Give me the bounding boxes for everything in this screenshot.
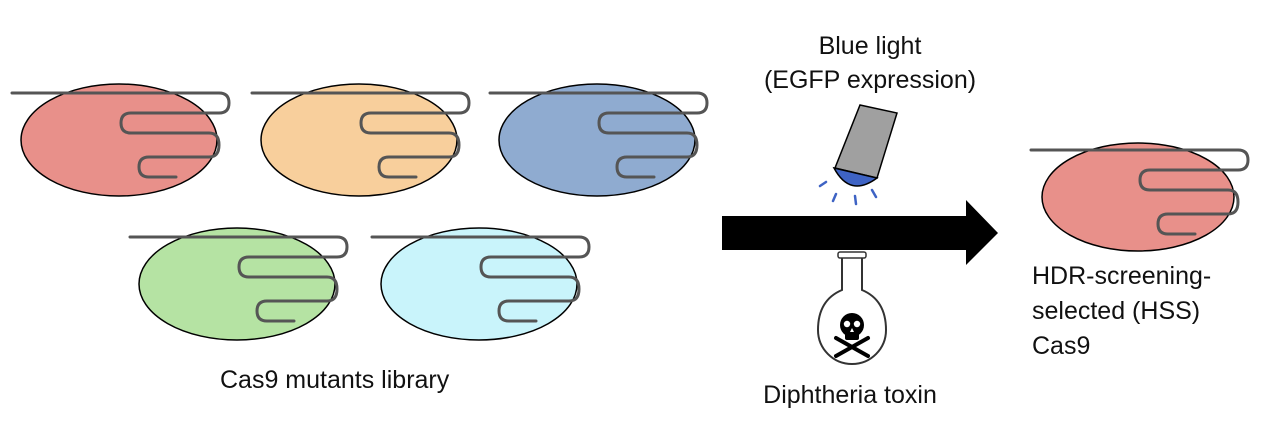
cas9-cell-blue [488,83,709,197]
library-label: Cas9 mutants library [220,366,450,394]
result-label-line3: Cas9 [1032,332,1091,360]
cas9-cell-green [128,227,349,341]
result-label-line2: selected (HSS) [1032,297,1201,325]
right-arrow-icon [722,200,998,265]
blue-light-label-line1: Blue light [818,32,922,60]
result-label-line1: HDR-screening- [1032,262,1212,290]
blue-light-lamp-icon [818,104,898,206]
blue-light-label-line2: (EGFP expression) [763,66,977,94]
cas9-cell-red [10,83,231,197]
cas9-cell-cyan [370,227,591,341]
hss-cas9-cell [1029,142,1250,252]
toxin-flask-icon [816,251,888,365]
toxin-label: Diphtheria toxin [763,381,937,409]
cas9-cell-orange [250,83,471,197]
skull-crossbones-icon [834,313,870,358]
